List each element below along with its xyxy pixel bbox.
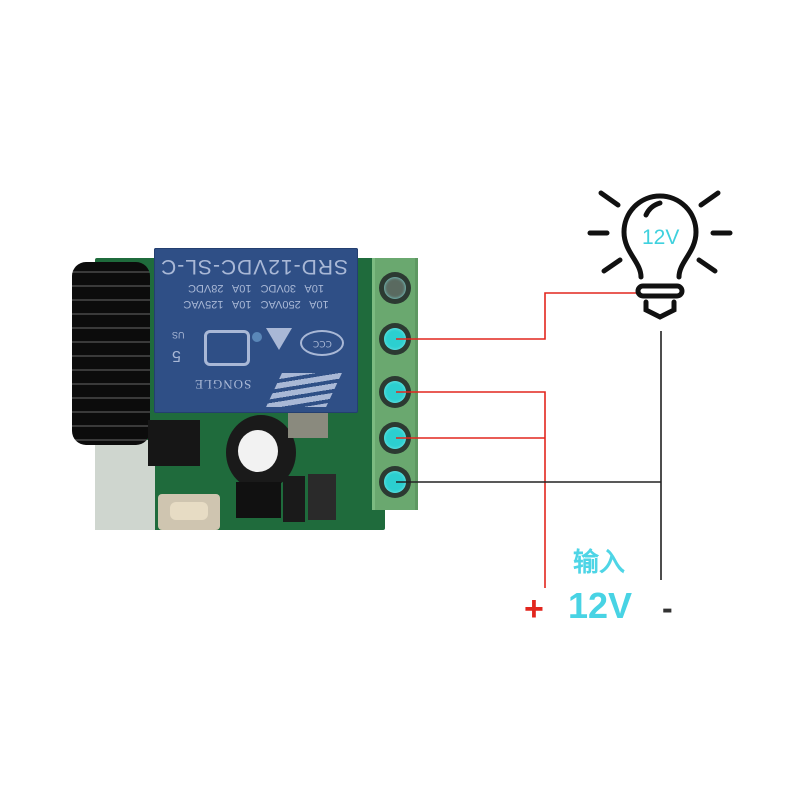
- terminal-screw-5[interactable]: [379, 466, 411, 498]
- warning-triangle-icon: [266, 328, 292, 350]
- relay-led: [252, 332, 262, 342]
- ul-mark-icon: [204, 330, 250, 366]
- terminal-block: [372, 258, 418, 510]
- relay-rating-2: 10A 250VAC 10A 125VAC: [183, 298, 329, 310]
- diode: [308, 474, 336, 520]
- ccc-text: CCC: [312, 338, 332, 348]
- relay-number: 5: [172, 347, 181, 364]
- relay-rating-1: 10A 30VDC 10A 28VDC: [187, 282, 325, 294]
- light-bulb-icon: [587, 190, 733, 320]
- coil-antenna: [72, 262, 150, 445]
- wire-terminal3-positive: [396, 391, 546, 588]
- terminal-screw-1[interactable]: [379, 272, 411, 304]
- terminal-screw-4[interactable]: [379, 422, 411, 454]
- ic-chip: [148, 420, 200, 466]
- terminal-screw-2[interactable]: [379, 323, 411, 355]
- bulb-voltage-label: 12V: [642, 226, 680, 249]
- relay-cert-us: US: [172, 330, 185, 340]
- voltage-regulator: [236, 482, 281, 518]
- learn-button-cap: [170, 502, 208, 520]
- terminal-screw-3[interactable]: [379, 376, 411, 408]
- wire-terminal2-to-bulb: [396, 292, 636, 340]
- capacitor-top: [238, 430, 278, 472]
- pcb-edge: [95, 440, 155, 530]
- relay: SRD-12VDC-SL-C 10A 30VDC 10A 28VDC 10A 2…: [154, 248, 358, 413]
- input-label: 输入: [573, 548, 626, 578]
- supply-voltage-label: 12V: [568, 585, 633, 626]
- ccc-mark: CCC: [300, 330, 344, 356]
- smd-component: [288, 412, 328, 438]
- diode: [283, 476, 305, 522]
- songle-logo-icon: [266, 373, 342, 407]
- relay-model: SRD-12VDC-SL-C: [160, 255, 348, 278]
- relay-brand: SONGLE: [194, 377, 252, 392]
- negative-terminal-label: -: [662, 590, 673, 626]
- positive-terminal-label: +: [524, 590, 544, 628]
